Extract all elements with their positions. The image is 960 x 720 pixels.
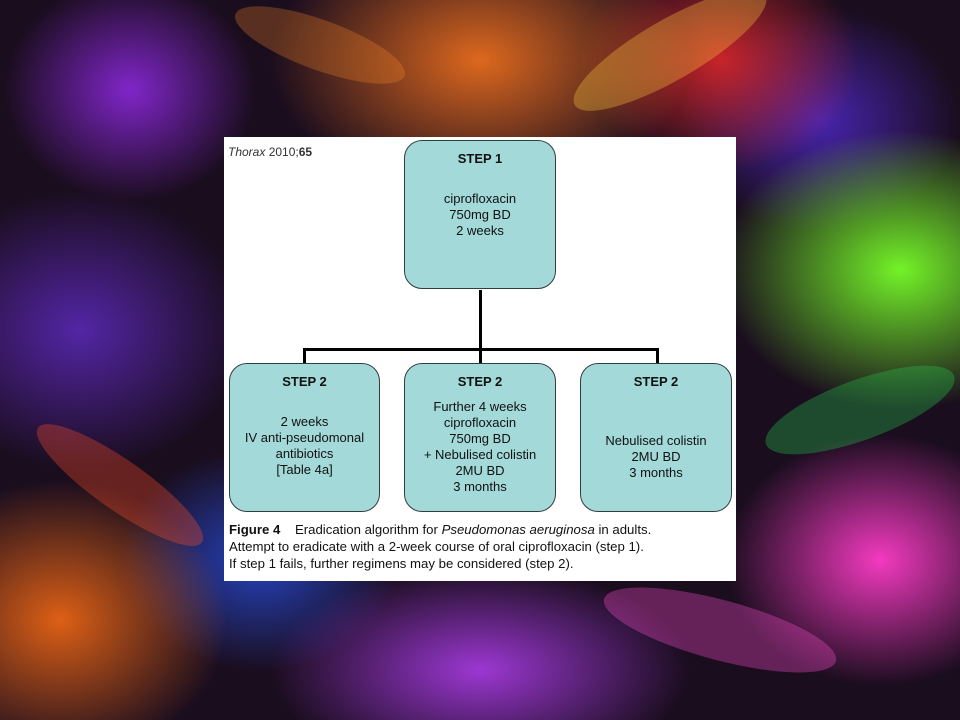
- step2-right-title: STEP 2: [633, 374, 679, 389]
- step2-middle-title: STEP 2: [457, 374, 503, 389]
- background-streak: [226, 0, 414, 100]
- figure-panel: Thorax 2010;65 STEP 1 ciprofloxacin 750m…: [224, 137, 736, 581]
- step2-right-box: STEP 2 Nebulised colistin 2MU BD 3 month…: [580, 363, 732, 512]
- caption-line-1: Figure 4 Eradication algorithm for Pseud…: [229, 521, 733, 538]
- step2-middle-line: 3 months: [453, 479, 507, 494]
- step1-line: ciprofloxacin: [443, 191, 517, 206]
- step2-middle-line: Further 4 weeks: [433, 399, 527, 414]
- step1-line: 2 weeks: [456, 223, 504, 238]
- step2-middle-line: 750mg BD: [449, 431, 511, 446]
- background-streak: [596, 569, 844, 691]
- citation-journal: Thorax: [228, 145, 266, 159]
- connector-vertical-top: [479, 290, 482, 350]
- step1-details: ciprofloxacin 750mg BD 2 weeks: [405, 191, 555, 239]
- step2-middle-box: STEP 2 Further 4 weeks ciprofloxacin 750…: [404, 363, 556, 512]
- step2-right-line: 2MU BD: [631, 449, 681, 464]
- step2-middle-line: 2MU BD: [455, 463, 505, 478]
- background-streak: [559, 0, 781, 131]
- background-streak: [755, 347, 960, 473]
- step2-left-line: [Table 4a]: [276, 462, 333, 477]
- caption-label: Figure 4: [229, 522, 281, 537]
- step2-left-line: antibiotics: [275, 446, 334, 461]
- citation-year: 2010;: [265, 145, 299, 159]
- caption-line-2: Attempt to eradicate with a 2-week cours…: [229, 539, 644, 554]
- step2-left-box: STEP 2 2 weeks IV anti-pseudomonal antib…: [229, 363, 380, 512]
- citation-volume: 65: [298, 145, 313, 159]
- step2-middle-line: ciprofloxacin: [443, 415, 517, 430]
- caption-line-3: If step 1 fails, further regimens may be…: [229, 556, 574, 571]
- step1-box: STEP 1 ciprofloxacin 750mg BD 2 weeks: [404, 140, 556, 289]
- step2-middle-details: Further 4 weeks ciprofloxacin 750mg BD +…: [405, 399, 555, 495]
- step2-left-line: 2 weeks: [280, 414, 329, 429]
- step1-line: 750mg BD: [449, 207, 511, 222]
- caption-text: Eradication algorithm for: [294, 522, 442, 537]
- citation: Thorax 2010;65: [228, 145, 312, 159]
- background-streak: [23, 407, 217, 563]
- step1-title: STEP 1: [457, 151, 503, 166]
- step2-right-details: Nebulised colistin 2MU BD 3 months: [581, 433, 731, 481]
- step2-middle-line: + Nebulised colistin: [423, 447, 537, 462]
- step2-right-line: 3 months: [629, 465, 683, 480]
- step2-left-details: 2 weeks IV anti-pseudomonal antibiotics …: [230, 414, 379, 478]
- connector-drop-middle: [479, 348, 482, 363]
- step2-left-line: IV anti-pseudomonal: [244, 430, 365, 445]
- step2-right-line: Nebulised colistin: [605, 433, 707, 448]
- caption-organism: Pseudomonas aeruginosa: [441, 522, 595, 537]
- figure-caption: Figure 4 Eradication algorithm for Pseud…: [229, 521, 733, 572]
- caption-text: in adults.: [594, 522, 652, 537]
- step2-left-title: STEP 2: [282, 374, 327, 389]
- connector-drop-left: [303, 348, 306, 363]
- connector-drop-right: [656, 348, 659, 363]
